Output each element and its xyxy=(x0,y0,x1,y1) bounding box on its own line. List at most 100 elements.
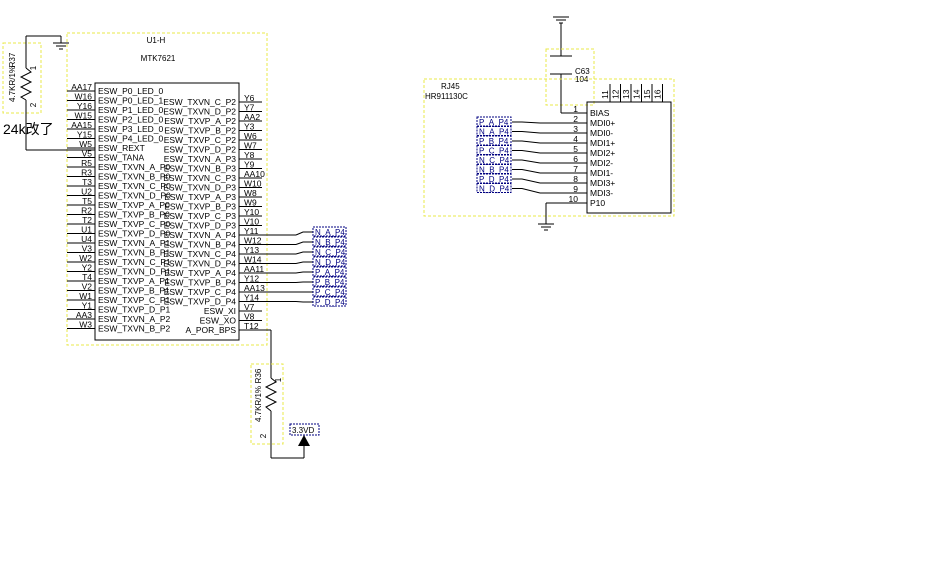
u1-right-pin-name: ESW_TXVN_A_P3 xyxy=(164,154,237,164)
net-label-box xyxy=(312,286,347,297)
net-label: P_C_P4 xyxy=(315,288,345,297)
net-label: N_D_P4 xyxy=(315,258,346,267)
u1-left-pin-name: ESW_TXVN_B_P2 xyxy=(98,324,171,334)
rj45-pin-number: 7 xyxy=(573,164,578,174)
u1-left-pin-number: R5 xyxy=(81,158,92,168)
u1-outline-box xyxy=(66,32,268,346)
u1-p4-diagonal-wire xyxy=(295,261,313,264)
r36-value: 4.7KR/1% xyxy=(254,386,263,422)
rj45-top-pin-number: 15 xyxy=(642,89,652,99)
u1-left-pin-number: T5 xyxy=(82,196,92,206)
u1-left-pin-name: ESW_TXVP_B_P0 xyxy=(98,210,170,220)
u1-left-pin-number: R3 xyxy=(81,168,92,178)
net-label-box xyxy=(312,256,347,267)
rj45-diagonal-wire xyxy=(512,169,541,174)
u1-left-pin-name: ESW_TXVN_D_P0 xyxy=(98,191,171,201)
rj45-pin-number: 1 xyxy=(573,104,578,114)
rj45-part: HR911130C xyxy=(425,92,468,101)
u1-right-pin-number: Y11 xyxy=(244,226,259,236)
u1-right-pin-number: Y6 xyxy=(244,93,255,103)
u1-left-pin-name: ESW_P0_LED_0 xyxy=(98,86,163,96)
power-label-box xyxy=(289,423,320,436)
rj45-body xyxy=(586,101,672,214)
u1-net-labels: N_A_P4N_B_P4N_C_P4N_D_P4P_A_P4P_B_P4P_C_… xyxy=(262,226,347,307)
u1-right-pin-number: AA11 xyxy=(244,264,264,274)
u1-right-pin-number: V10 xyxy=(244,217,259,227)
u1-left-pin-name: ESW_P1_LED_0 xyxy=(98,105,163,115)
net-label-box xyxy=(312,266,347,277)
u1-right-pin-name: ESW_TXVN_D_P4 xyxy=(163,259,236,269)
u1-left-pin-number: W15 xyxy=(75,111,93,121)
rj45-top-pin-number: 13 xyxy=(621,89,631,99)
u1-right-pin-name: ESW_TXVP_B_P3 xyxy=(164,202,236,212)
u1-p4-diagonal-wire xyxy=(295,271,313,274)
rj45-net-label-box xyxy=(476,183,512,193)
u1-left-pin-number: W3 xyxy=(79,320,92,330)
u1-left-pin-name: ESW_TXVN_B_P0 xyxy=(98,172,171,182)
u1-left-pin-number: T3 xyxy=(82,177,92,187)
rj45-outline-box xyxy=(423,78,675,217)
u1-left-pin-number: T4 xyxy=(82,272,92,282)
u1-right-pin-name: ESW_XO xyxy=(200,316,237,326)
rj45-top-pin-number: 14 xyxy=(632,89,642,99)
u1-right-pin-number: W9 xyxy=(244,198,257,208)
u1-left-pin-name: ESW_P2_LED_0 xyxy=(98,115,163,125)
c63-ref: C63 xyxy=(575,67,590,76)
u1-left-pin-number: Y1 xyxy=(82,301,93,311)
rj45-pin-name: MDI1- xyxy=(590,168,613,178)
rj45-pin-name: BIAS xyxy=(590,108,610,118)
u1-left-pin-name: ESW_TXVN_C_P0 xyxy=(98,181,171,191)
rj45-pin-number: 4 xyxy=(573,134,578,144)
rj45-net-label: P_A_P4 xyxy=(479,118,509,127)
u1-left-pin-number: W1 xyxy=(79,291,92,301)
u1-p4-diagonal-wire xyxy=(295,301,313,303)
u1-left-pin-name: ESW_TXVN_A_P0 xyxy=(98,162,171,172)
u1-right-pin-number: AA2 xyxy=(244,112,260,122)
r36-pin2: 2 xyxy=(259,433,268,438)
u1-right-pin-name: ESW_TXVP_B_P2 xyxy=(164,126,236,136)
rj45-diagonal-wire xyxy=(512,188,541,194)
net-label-box xyxy=(312,276,347,287)
u1-right-pin-name: ESW_TXVP_D_P2 xyxy=(164,145,237,155)
rj45-net-label: P_B_P4 xyxy=(479,137,509,146)
u1-right-pin-number: W14 xyxy=(244,255,262,265)
u1-right-pin-number: Y14 xyxy=(244,293,259,303)
u1-ref: U1-H xyxy=(147,36,166,45)
rj45-diagonal-wire xyxy=(512,150,541,154)
rj45-diagonal-wire xyxy=(512,159,541,164)
r37-outline-box xyxy=(2,42,42,114)
u1-right-pin-number: Y7 xyxy=(244,103,255,113)
u1-right-pin-name: ESW_TXVN_C_P3 xyxy=(163,173,236,183)
rj45-pin-name: MDI3+ xyxy=(590,178,615,188)
r36-zigzag xyxy=(264,377,278,412)
u1-left-pin-number: R2 xyxy=(81,206,92,216)
rj45-diagonal-wire xyxy=(512,178,541,184)
u1-left-pin-name: ESW_TXVP_A_P1 xyxy=(98,276,170,286)
u1-p4-diagonal-wire xyxy=(295,231,313,236)
u1-left-pin-name: ESW_TXVN_B_P1 xyxy=(98,248,171,258)
net-label-box xyxy=(312,226,347,237)
u1-right-pin-number: V8 xyxy=(244,312,255,322)
u1-right-pin-number: W6 xyxy=(244,131,257,141)
u1-right-pin-number: W10 xyxy=(244,179,262,189)
u1-left-pin-name: ESW_TXVN_C_P1 xyxy=(98,257,171,267)
rj45-pin-name: MDI0- xyxy=(590,128,613,138)
u1-right-pin-number: Y10 xyxy=(244,207,259,217)
net-label: P_D_P4 xyxy=(315,298,345,307)
u1-left-pin-number: Y2 xyxy=(82,263,93,273)
u1-right-pin-number: W12 xyxy=(244,236,262,246)
net-label: N_C_P4 xyxy=(315,248,346,257)
u1-left-pin-name: ESW_REXT xyxy=(98,143,145,153)
rj45-pin-number: 3 xyxy=(573,124,578,134)
power-label-3v3: 3.3VD xyxy=(292,426,314,435)
rj45-ref: RJ45 xyxy=(441,82,460,91)
u1-right-pin-name: ESW_TXVP_A_P4 xyxy=(164,268,236,278)
u1-part: MTK7621 xyxy=(141,54,176,63)
u1-right-pin-name: ESW_TXVP_C_P3 xyxy=(164,211,237,221)
u1-right-pin-number: Y8 xyxy=(244,150,255,160)
rj45-net-label: N_B_P4 xyxy=(479,166,509,175)
u1-right-pin-name: ESW_TXVN_D_P2 xyxy=(163,107,236,117)
u1-right-pin-name: ESW_TXVN_D_P3 xyxy=(163,183,236,193)
u1-right-pin-name: ESW_TXVP_D_P4 xyxy=(164,297,237,307)
